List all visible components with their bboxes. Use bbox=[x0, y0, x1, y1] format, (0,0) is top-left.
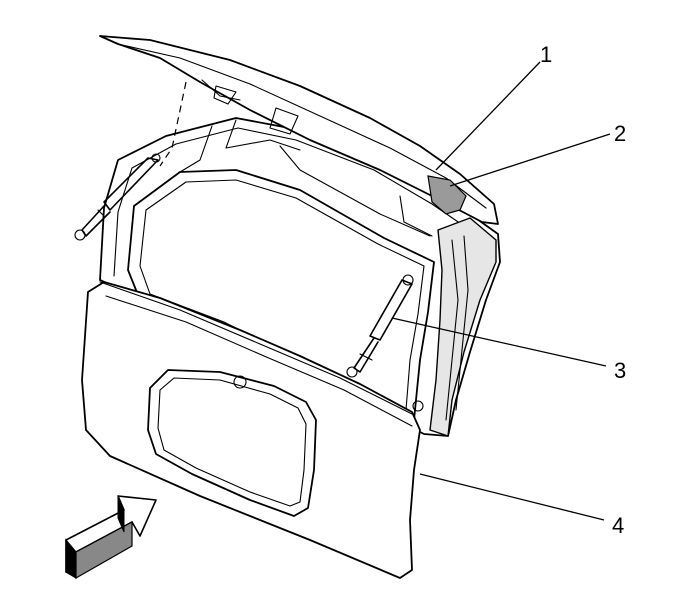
left-support-strut bbox=[74, 81, 187, 241]
callout-3: 3 bbox=[614, 358, 626, 383]
lifted-glass bbox=[99, 35, 499, 225]
callout-4: 4 bbox=[612, 513, 624, 538]
callout-2: 2 bbox=[614, 121, 626, 146]
right-support-strut bbox=[346, 274, 414, 378]
window-frame bbox=[99, 117, 501, 437]
callout-leaders bbox=[391, 61, 611, 521]
arrow-icon bbox=[65, 495, 157, 580]
callout-1: 1 bbox=[540, 42, 552, 67]
liftgate-panel bbox=[81, 281, 421, 579]
